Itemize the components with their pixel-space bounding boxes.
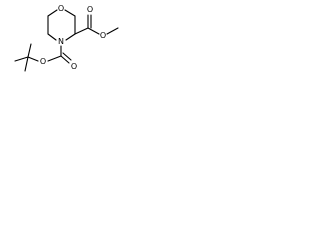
chemical-structure: O N O O O O [14,4,119,72]
bond-ester-oxygen-methyl [106,27,119,35]
bond-carbamate-carbonyl [60,55,70,64]
bond-tert-butyl-methyl-bottom [24,56,29,72]
bond-ring-ester-carbon [74,27,89,35]
bond-ring-o-c2 [64,9,76,17]
atom-ester-carbonyl-oxygen: O [87,5,93,14]
bond-tert-butyl-methyl-left [14,56,29,62]
atom-ring-nitrogen: N [58,37,64,46]
bond-carbamate-carbonyl-second [62,52,72,61]
bond-tert-butyl-methyl-top [27,43,32,58]
atom-ester-alkoxy-oxygen-label: O [100,31,106,40]
atom-carbamate-alkoxy-oxygen-label: O [40,57,46,66]
atom-carbamate-alkoxy-oxygen: O [40,57,46,66]
bond-ester-carbon-oxygen [87,27,100,35]
atom-ring-oxygen: O [58,4,64,13]
bond-ring-c3-n [65,33,76,41]
bond-ring-c1-o [47,9,58,17]
bond-oxygen-tert-butyl [27,56,39,62]
atom-ester-alkoxy-oxygen: O [100,31,106,40]
bond-carbamate-carbon-oxygen [47,55,62,62]
atom-ring-nitrogen-label: N [58,37,64,46]
atom-ester-carbonyl-oxygen-label: O [87,5,93,14]
atom-carbamate-carbonyl-oxygen-label: O [71,62,77,71]
atom-ring-oxygen-label: O [58,4,64,13]
bond-ring-n-c4 [47,33,57,41]
atom-carbamate-carbonyl-oxygen: O [71,62,77,71]
